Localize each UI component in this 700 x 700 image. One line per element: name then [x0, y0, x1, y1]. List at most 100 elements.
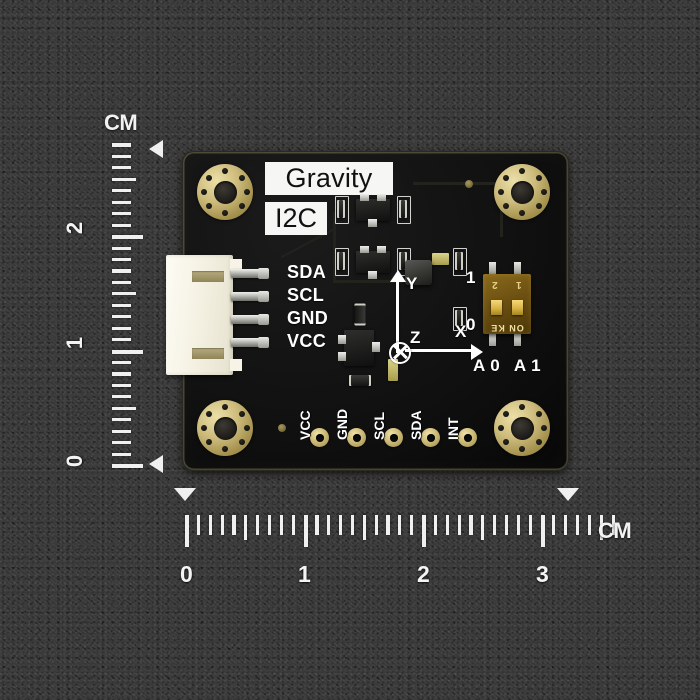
vertical-ruler-minor-tick — [112, 452, 131, 456]
silkscreen-interface-label: I2C — [265, 202, 327, 235]
vertical-ruler-number-0: 0 — [62, 454, 87, 468]
mounting-hole-bore — [510, 180, 534, 204]
vertical-ruler-minor-tick — [112, 315, 131, 319]
axis-x-line — [405, 349, 473, 352]
vertical-ruler-minor-tick — [112, 372, 131, 376]
vertical-ruler-number-2: 2 — [62, 221, 87, 235]
sensor-chip — [405, 260, 432, 285]
connector-slot — [192, 348, 224, 359]
axis-label-z: Z — [410, 328, 421, 347]
connector-label-sda: SDA — [287, 262, 327, 282]
horizontal-ruler-minor-tick — [410, 515, 414, 535]
horizontal-ruler-minor-tick — [587, 515, 592, 535]
dip-switch-label-0: 0 — [466, 315, 476, 334]
vertical-ruler-minor-tick — [112, 177, 136, 181]
silkscreen-outline — [453, 307, 467, 331]
vertical-ruler-minor-tick — [112, 338, 131, 342]
connector-pin-sda — [231, 268, 269, 279]
silkscreen-outline — [335, 248, 349, 276]
vertical-ruler-minor-tick — [112, 280, 131, 284]
dip-switch-toggle-a1[interactable] — [512, 300, 523, 315]
horizontal-ruler-minor-tick — [611, 515, 615, 535]
header-hole-gnd[interactable] — [347, 428, 366, 447]
horizontal-ruler-minor-tick — [576, 515, 580, 535]
horizontal-ruler-minor-tick — [481, 515, 485, 540]
dip-switch-address-label: A0 A1 — [473, 356, 546, 375]
header-label-int: INT — [445, 417, 461, 440]
horizontal-ruler-minor-tick — [291, 515, 295, 535]
horizontal-ruler-unit-label: CM — [598, 518, 632, 543]
vertical-ruler-minor-tick — [112, 429, 131, 433]
vertical-ruler-minor-tick — [112, 269, 131, 273]
horizontal-ruler-minor-tick — [552, 515, 556, 535]
vertical-ruler-bottom-marker-icon — [149, 455, 163, 473]
vertical-ruler-top-marker-icon — [149, 140, 163, 158]
pcb-board: Gravity I2C SDA SCL GND VCC — [166, 152, 568, 470]
horizontal-ruler-minor-tick — [208, 515, 212, 535]
dip-switch-number-1: 1 — [516, 279, 522, 290]
dip-switch-toggle-a0[interactable] — [491, 300, 502, 315]
connector-tab — [230, 359, 242, 371]
horizontal-ruler-minor-tick — [244, 515, 248, 540]
smd-resistor — [337, 200, 345, 218]
pcb-trace — [413, 182, 503, 185]
vertical-ruler-minor-tick — [112, 154, 131, 159]
horizontal-ruler-minor-tick — [564, 515, 568, 535]
dip-switch[interactable]: 2 1 ON KE — [483, 274, 531, 334]
smd-resistor — [455, 310, 463, 326]
horizontal-ruler-major-tick — [185, 515, 189, 547]
horizontal-ruler-minor-tick — [516, 515, 520, 535]
horizontal-ruler-number-3: 3 — [536, 561, 549, 587]
axis-y-line — [396, 280, 399, 353]
connector-tab — [230, 259, 242, 271]
vertical-ruler-minor-tick — [112, 189, 131, 193]
mounting-hole-bore — [213, 416, 237, 440]
smd-resistor — [354, 303, 366, 326]
smd-resistor — [399, 252, 407, 270]
vertical-ruler-minor-tick — [112, 292, 136, 296]
dip-switch-number-2: 2 — [492, 279, 498, 290]
connector-label-vcc: VCC — [287, 331, 327, 351]
pcb-via — [278, 424, 286, 432]
header-hole-scl[interactable] — [384, 428, 403, 447]
horizontal-ruler-minor-tick — [220, 515, 224, 535]
vertical-ruler-minor-tick — [112, 303, 131, 307]
header-label-gnd: GND — [334, 408, 350, 440]
smd-resistor — [349, 375, 371, 386]
vertical-ruler-minor-tick — [112, 223, 131, 227]
vertical-ruler-minor-tick — [112, 166, 131, 170]
header-hole-vcc[interactable] — [310, 428, 329, 447]
dip-switch-leg — [514, 334, 521, 346]
mounting-hole-bottom-left — [197, 400, 253, 456]
horizontal-ruler-left-marker-icon — [174, 488, 196, 501]
silkscreen-brand-label: Gravity — [265, 162, 393, 195]
horizontal-ruler-number-1: 1 — [298, 561, 311, 587]
horizontal-ruler-major-tick — [303, 515, 308, 547]
header-hole-sda[interactable] — [421, 428, 440, 447]
horizontal-ruler-minor-tick — [445, 515, 449, 535]
mounting-hole-bore — [213, 180, 237, 204]
horizontal-ruler-minor-tick — [386, 515, 390, 535]
connector-pin-scl — [231, 291, 269, 302]
vertical-ruler-minor-tick — [112, 246, 131, 250]
smd-resistor — [337, 252, 345, 270]
vertical-ruler-minor-tick — [112, 395, 131, 399]
header-hole-int[interactable] — [458, 428, 477, 447]
mounting-hole-bore — [510, 416, 534, 440]
horizontal-ruler-major-tick — [540, 515, 545, 547]
vertical-ruler-minor-tick — [112, 143, 131, 147]
smd-transistor-mid — [356, 246, 390, 279]
horizontal-ruler-minor-tick — [528, 515, 532, 535]
connector-label-scl: SCL — [287, 285, 325, 305]
header-label-sda: SDA — [408, 410, 424, 440]
vertical-ruler-major-tick — [112, 349, 143, 354]
dip-switch-body-text: ON KE — [490, 323, 524, 333]
pcb-trace — [333, 280, 403, 283]
axis-y-arrow-icon — [390, 270, 406, 282]
vertical-ruler-major-tick — [112, 464, 143, 468]
horizontal-ruler-minor-tick — [315, 515, 319, 535]
horizontal-ruler-minor-tick — [493, 515, 497, 535]
vertical-ruler-minor-tick — [112, 360, 131, 365]
axis-label-x: X — [455, 322, 467, 341]
horizontal-ruler-right-marker-icon — [557, 488, 579, 501]
